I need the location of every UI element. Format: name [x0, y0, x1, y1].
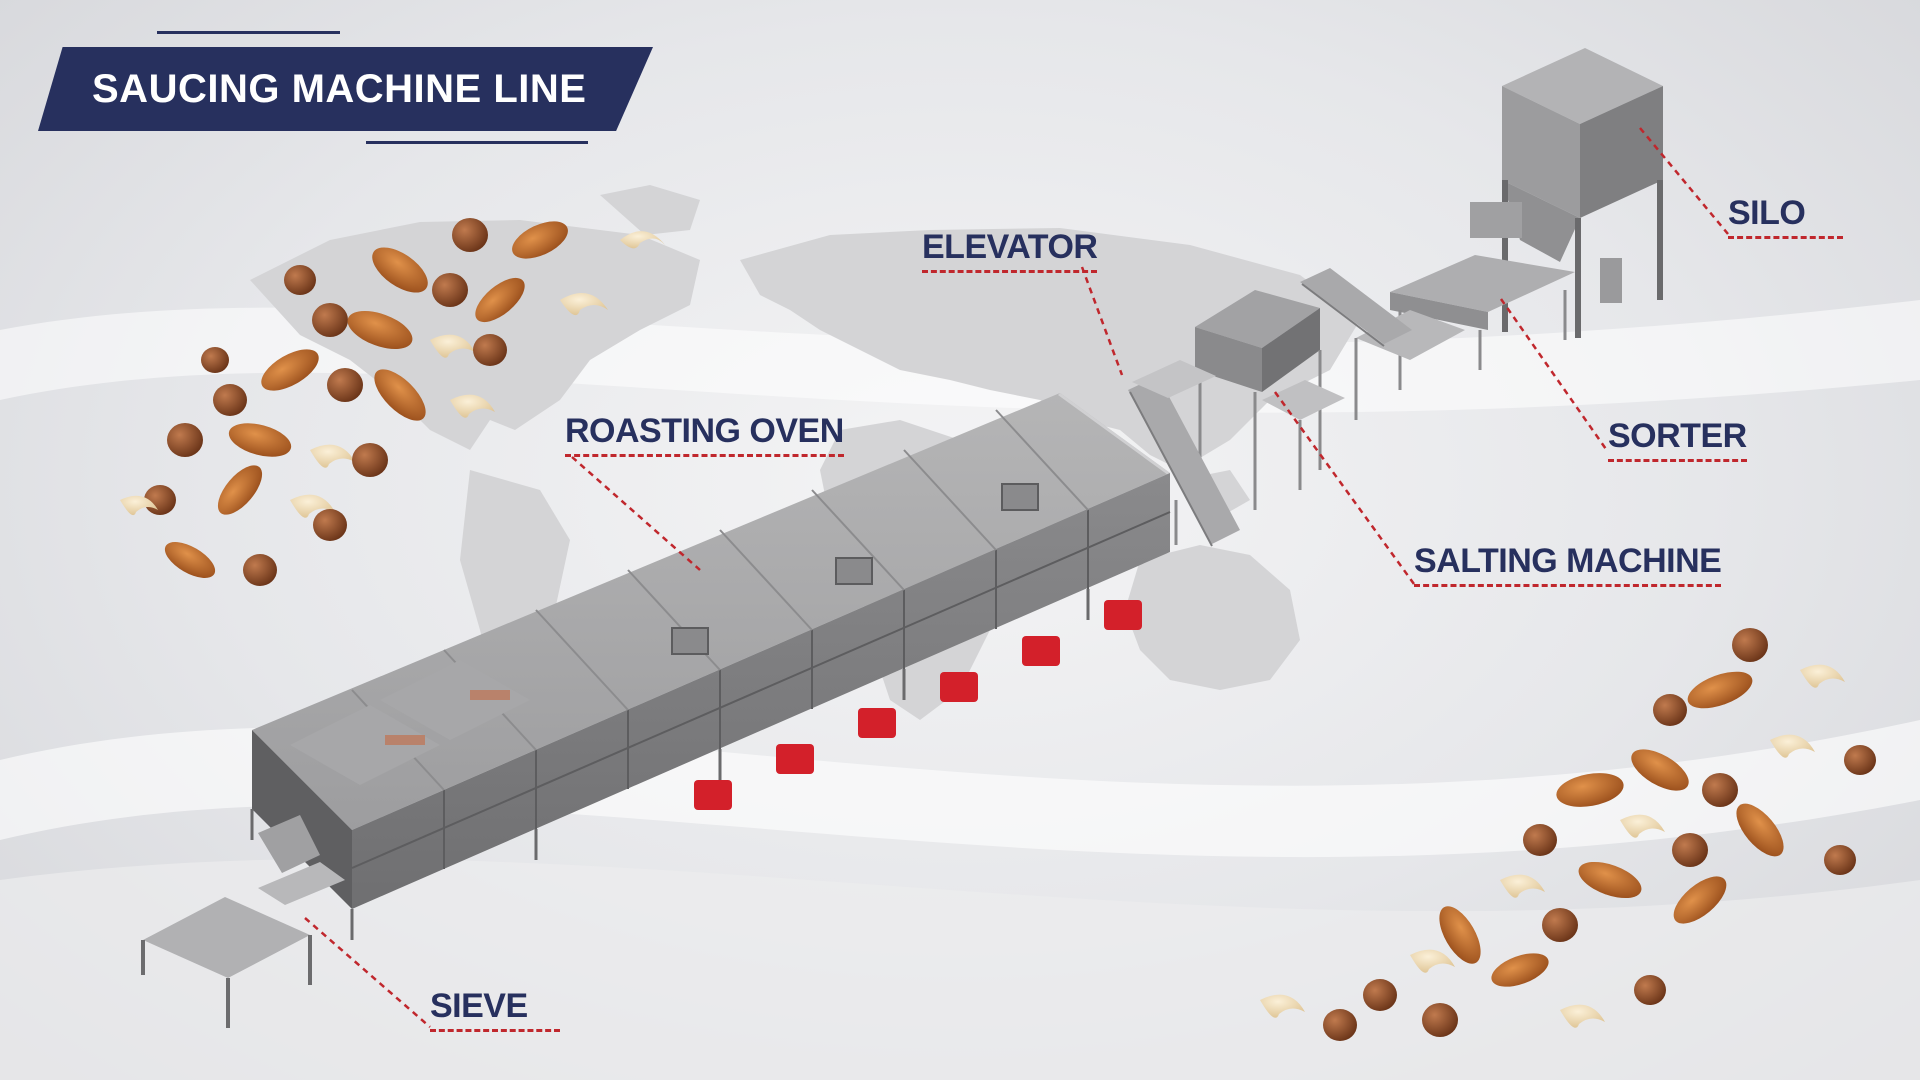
title-bottom-rule	[366, 141, 588, 144]
title-banner: SAUCING MACHINE LINE	[38, 47, 653, 131]
page-title: SAUCING MACHINE LINE	[92, 66, 587, 111]
burners	[694, 600, 1142, 810]
title-top-rule	[157, 31, 340, 34]
roasting-oven	[250, 393, 1171, 940]
label-sieve: SIEVE	[430, 989, 560, 1032]
leader-lines	[304, 127, 1729, 1028]
nuts-cluster-top-left	[120, 218, 665, 586]
label-elevator: ELEVATOR	[922, 230, 1098, 273]
sieve-machine	[141, 815, 345, 1028]
silo-machine	[1470, 48, 1663, 338]
label-sorter: SORTER	[1608, 419, 1747, 462]
sorter-machine	[1354, 255, 1575, 420]
label-silo: SILO	[1728, 196, 1844, 239]
label-roasting-oven: ROASTING OVEN	[565, 414, 844, 457]
elevator-conveyors	[1128, 268, 1412, 547]
label-salting-machine: SALTING MACHINE	[1414, 544, 1722, 587]
nuts-cluster-bottom-right	[1260, 628, 1876, 1041]
